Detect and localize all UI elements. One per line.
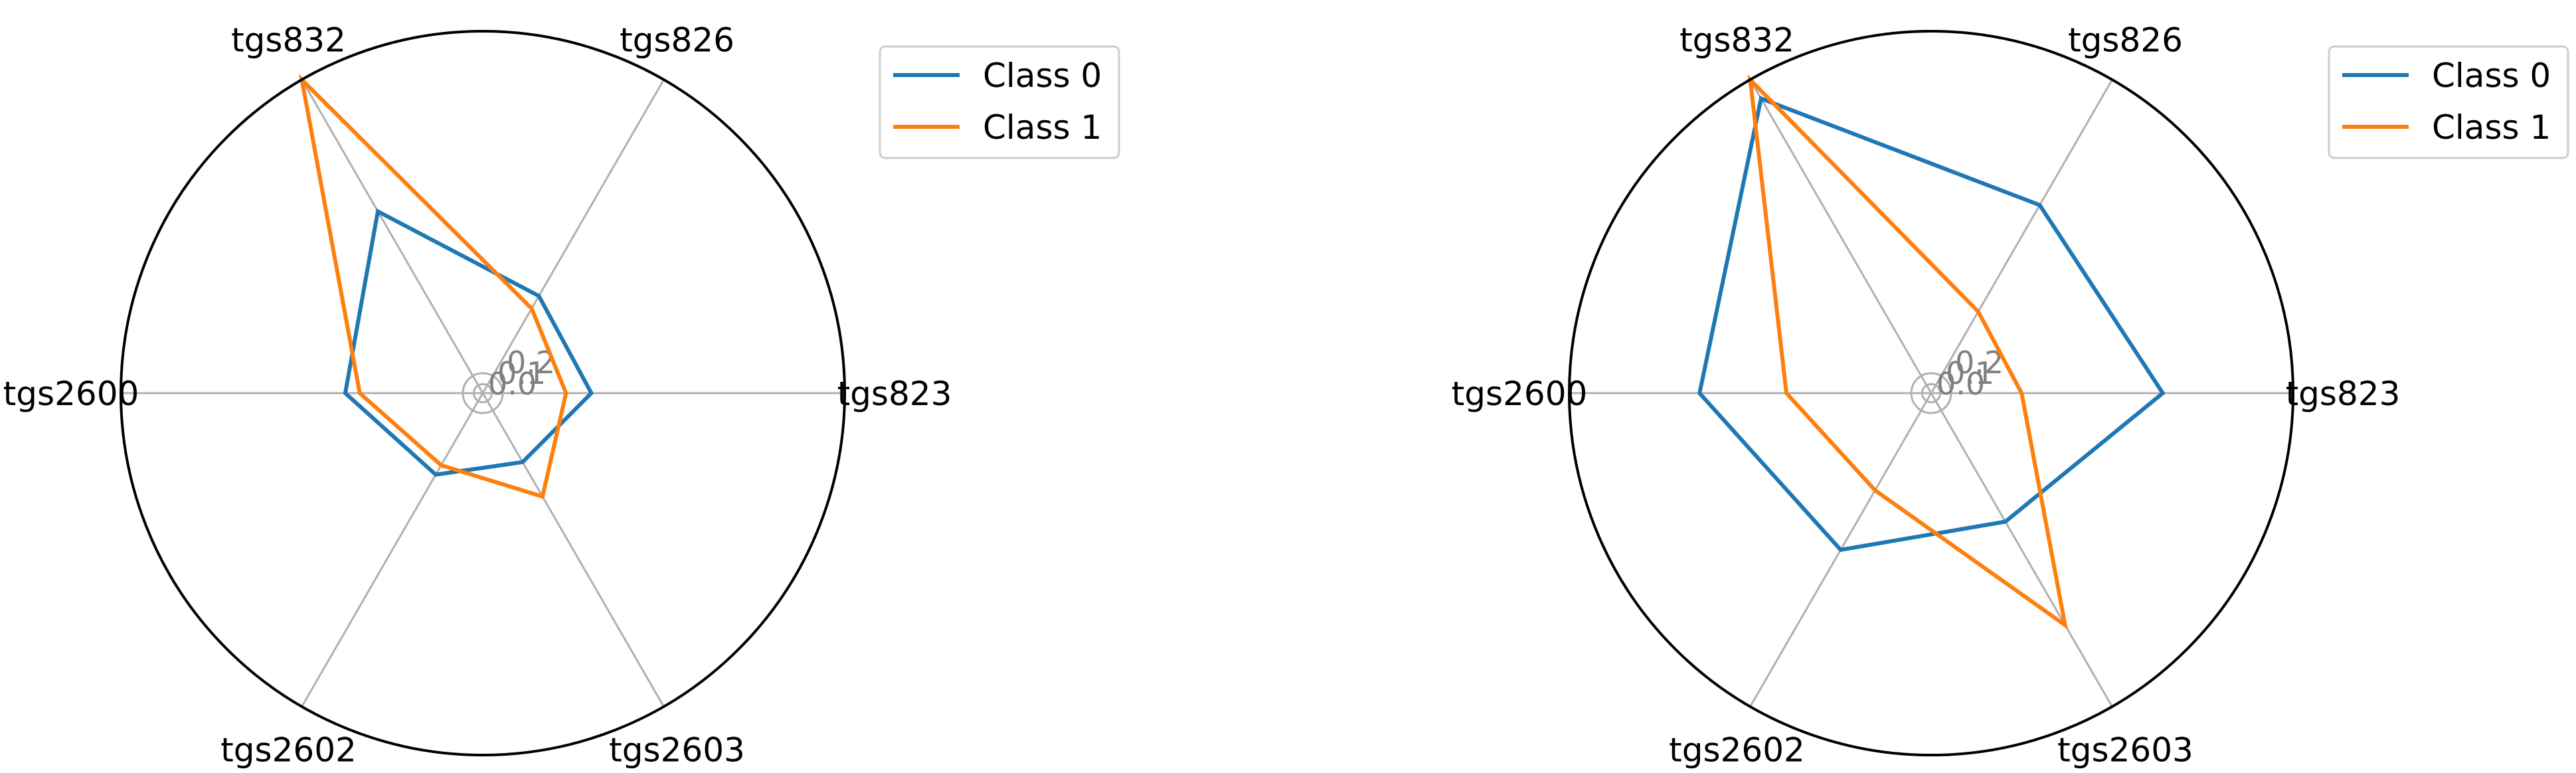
axis-spoke-tgs826 [481, 79, 665, 394]
radial-tick-label: 0.1 [1946, 355, 1994, 391]
radial-tick-label: 0.0 [488, 366, 537, 402]
axis-label-tgs2603: tgs2603 [2057, 731, 2193, 770]
legend-label: Class 1 [2432, 108, 2551, 147]
radar-chart-left: 0.00.10.2tgs823tgs826tgs832tgs2600tgs260… [3, 21, 1120, 770]
axis-label-tgs2600: tgs2600 [3, 375, 139, 413]
radar-frame [1568, 30, 2294, 756]
axis-label-tgs832: tgs832 [1679, 21, 1794, 59]
axis-label-tgs823: tgs823 [837, 375, 952, 413]
axis-label-tgs832: tgs832 [231, 21, 346, 59]
legend: Class 0 Class 1 [2328, 45, 2569, 159]
series-line-class-1 [1747, 74, 2068, 630]
axis-spoke-tgs2602 [301, 392, 484, 707]
legend-label: Class 1 [983, 108, 1102, 147]
radial-tick-label: 0.1 [497, 355, 546, 391]
radar-frame [120, 30, 846, 756]
radial-tick-label: 0.2 [1955, 345, 2004, 381]
axis-label-tgs2602: tgs2602 [1669, 731, 1805, 770]
series-line-class-0 [343, 208, 594, 477]
axis-label-tgs823: tgs823 [2286, 375, 2401, 413]
legend-label: Class 0 [2432, 56, 2551, 95]
axis-label-tgs2600: tgs2600 [1452, 375, 1588, 413]
axis-label-tgs2603: tgs2603 [609, 731, 745, 770]
radar-chart-right: 0.00.10.2 tgs823 tgs826 tgs832 tgs2600 tgs260… [1452, 21, 2569, 770]
axis-spoke-tgs832 [1749, 79, 1932, 394]
axis-spoke-tgs826 [1930, 79, 2113, 394]
series-line-class-0 [1697, 96, 2166, 553]
legend: Class 0 Class 1 [879, 45, 1120, 159]
axis-spoke-tgs2603 [1930, 392, 2113, 707]
axis-label-tgs826: tgs826 [2068, 21, 2183, 59]
axis-spoke-tgs2603 [481, 392, 665, 707]
legend-label: Class 0 [983, 56, 1102, 95]
axis-label-tgs2602: tgs2602 [220, 731, 357, 770]
series-line-class-1 [298, 74, 568, 499]
radial-tick-label: 0.0 [1936, 366, 1985, 402]
axis-label-tgs826: tgs826 [620, 21, 734, 59]
axis-spoke-tgs832 [301, 79, 484, 394]
